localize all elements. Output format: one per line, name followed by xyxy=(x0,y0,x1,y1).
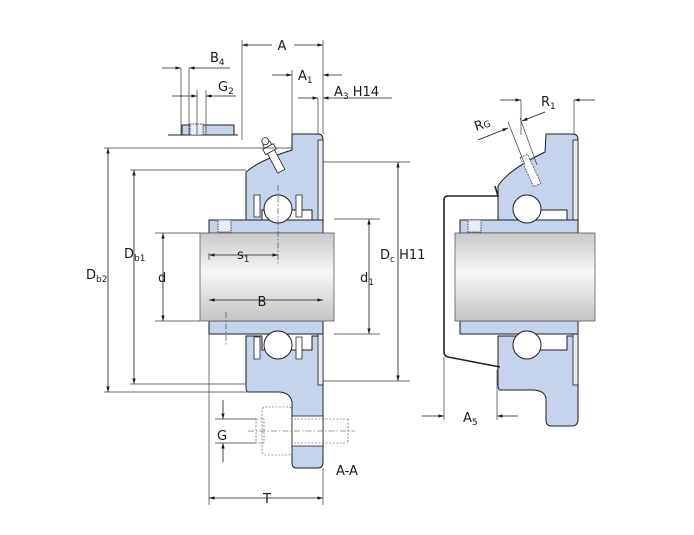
label-A3: A3 H14 xyxy=(334,85,379,102)
label-G2: G2 xyxy=(218,80,234,97)
label-A: A xyxy=(278,39,287,54)
bolt-section xyxy=(248,406,355,456)
label-Dc: Dc H11 xyxy=(380,248,425,265)
label-A5: A5 xyxy=(463,411,478,428)
shaft-right xyxy=(454,232,596,322)
label-T: T xyxy=(262,492,271,507)
label-B4: B4 xyxy=(210,51,225,68)
end-cover xyxy=(443,185,501,368)
ball-lower xyxy=(263,330,293,360)
label-s1: s1 xyxy=(237,248,250,265)
set-screw-icon xyxy=(189,123,204,136)
inner-ring-lower-right xyxy=(459,320,579,335)
label-Db2: Db2 xyxy=(86,268,107,285)
left-view: A A1 A3 H14 B4 G2 Db2 Db1 d s1 B d1 Dc H… xyxy=(86,39,425,507)
label-d1: d1 xyxy=(360,271,374,288)
shaft xyxy=(199,232,335,322)
grease-nipple-icon xyxy=(261,137,286,174)
seals-upper xyxy=(253,194,303,218)
label-B: B xyxy=(258,295,267,310)
label-section-AA: A-A xyxy=(336,464,358,479)
dim-RG-line xyxy=(477,127,509,141)
label-Db1: Db1 xyxy=(124,247,145,264)
grease-hole xyxy=(519,153,542,188)
ball-lower-right xyxy=(512,330,542,360)
set-screw-detail xyxy=(168,68,238,136)
label-d: d xyxy=(158,271,166,286)
label-A1: A1 xyxy=(298,69,313,86)
housing-lower-right xyxy=(497,335,579,427)
label-RG: RG xyxy=(473,116,493,135)
set-screw-icon xyxy=(217,219,232,233)
label-R1: R1 xyxy=(541,95,556,112)
right-view: R1 RG A5 xyxy=(422,95,596,428)
set-screw-icon xyxy=(467,219,482,233)
label-G: G xyxy=(217,429,227,444)
ball-upper-right xyxy=(512,194,542,224)
seals-lower xyxy=(253,336,303,360)
